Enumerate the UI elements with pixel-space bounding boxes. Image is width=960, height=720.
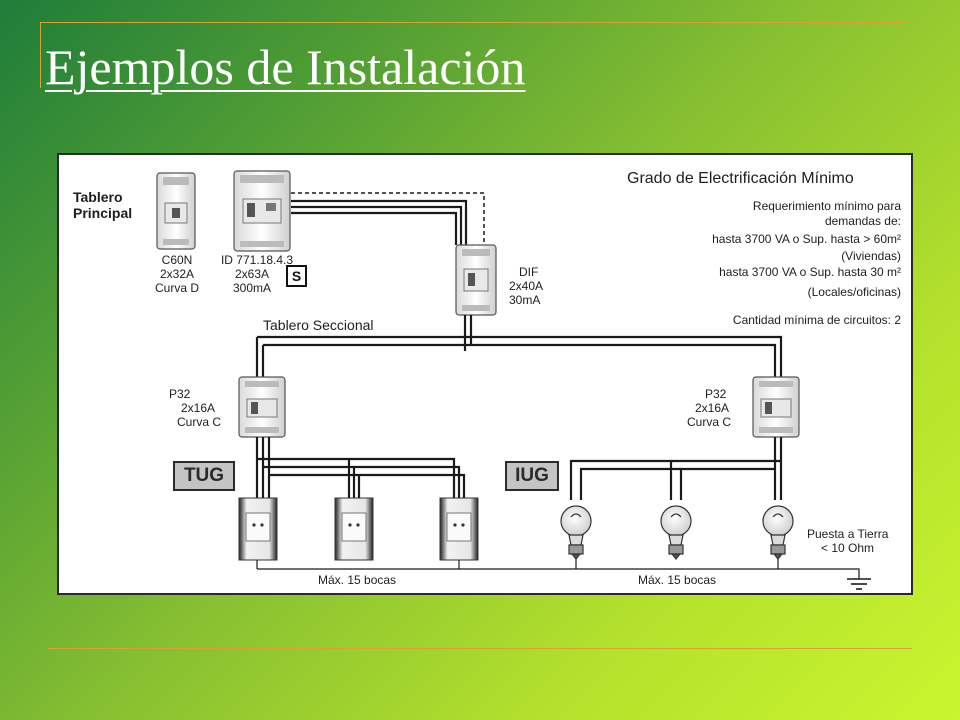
requirement-line-4: (Viviendas) [841,249,901,263]
c60n-name: C60N [161,253,193,267]
lights-max-label: Máx. 15 bocas [635,573,720,587]
lamp-1-graphic [560,505,592,560]
tug-circuit-label: TUG [173,461,235,491]
main-panel-title: Tablero Principal [73,189,133,221]
dif-sensitivity: 30mA [509,293,541,307]
ground-symbol [847,578,871,590]
ground-label-line1: Puesta a Tierra [807,527,889,541]
ground-line [256,559,860,579]
p32-left-curve: Curva C [177,415,222,429]
p32-right-curve: Curva C [687,415,732,429]
breaker-p32-right-graphic [752,376,800,438]
slide-title: Ejemplos de Instalación [45,39,526,95]
left-rule [40,22,41,88]
p32-left-rating: 2x16A [181,401,216,415]
outlets-max-label: Máx. 15 bocas [315,573,400,587]
requirement-line-2: demandas de: [824,214,901,228]
lamp-3-graphic [762,505,794,560]
c60n-curve: Curva D [154,281,199,295]
requirement-line-1: Requerimiento mínimo para [752,199,901,213]
iug-circuit-label: IUG [505,461,559,491]
lamp-2-graphic [660,505,692,560]
outlet-1-graphic [238,497,278,561]
breaker-p32-left-graphic [238,376,286,438]
p32-left-name: P32 [169,387,191,401]
id-breaker-rating: 2x63A [234,267,270,281]
id-breaker-sensitivity: 300mA [232,281,272,295]
requirements-heading: Grado de Electrificación Mínimo [627,170,854,187]
outlet-3-graphic [439,497,479,561]
installation-diagram: Tablero Principal C60N 2x32A Curva D ID … [57,153,913,595]
selective-badge: S [286,265,307,287]
outlet-2-graphic [334,497,374,561]
breaker-c60n-graphic [156,172,196,250]
dif-rating: 2x40A [509,279,544,293]
feeder-lines [291,192,485,245]
ground-label-line2: < 10 Ohm [821,541,875,555]
top-rule [40,22,906,23]
wiring-diagram-graphics [156,170,871,590]
c60n-rating: 2x32A [159,267,195,281]
distribution-bus [255,315,783,379]
requirement-line-3: hasta 3700 VA o Sup. hasta > 60m² [712,232,901,246]
breaker-id-graphic [233,170,291,252]
dif-name: DIF [519,265,539,279]
iug-wiring [569,437,783,500]
requirement-line-5: hasta 3700 VA o Sup. hasta 30 m² [719,265,901,279]
breaker-dif-graphic [455,244,497,316]
p32-right-name: P32 [705,387,727,401]
min-circuits-label: Cantidad mínima de circuitos: 2 [732,313,901,327]
tug-wiring [255,437,466,513]
id-breaker-name: ID 771.18.4.3 [220,253,294,267]
secondary-panel-label: Tablero Seccional [263,317,374,333]
requirement-line-6: (Locales/oficinas) [807,285,901,299]
p32-right-rating: 2x16A [695,401,730,415]
bottom-rule [48,648,912,649]
